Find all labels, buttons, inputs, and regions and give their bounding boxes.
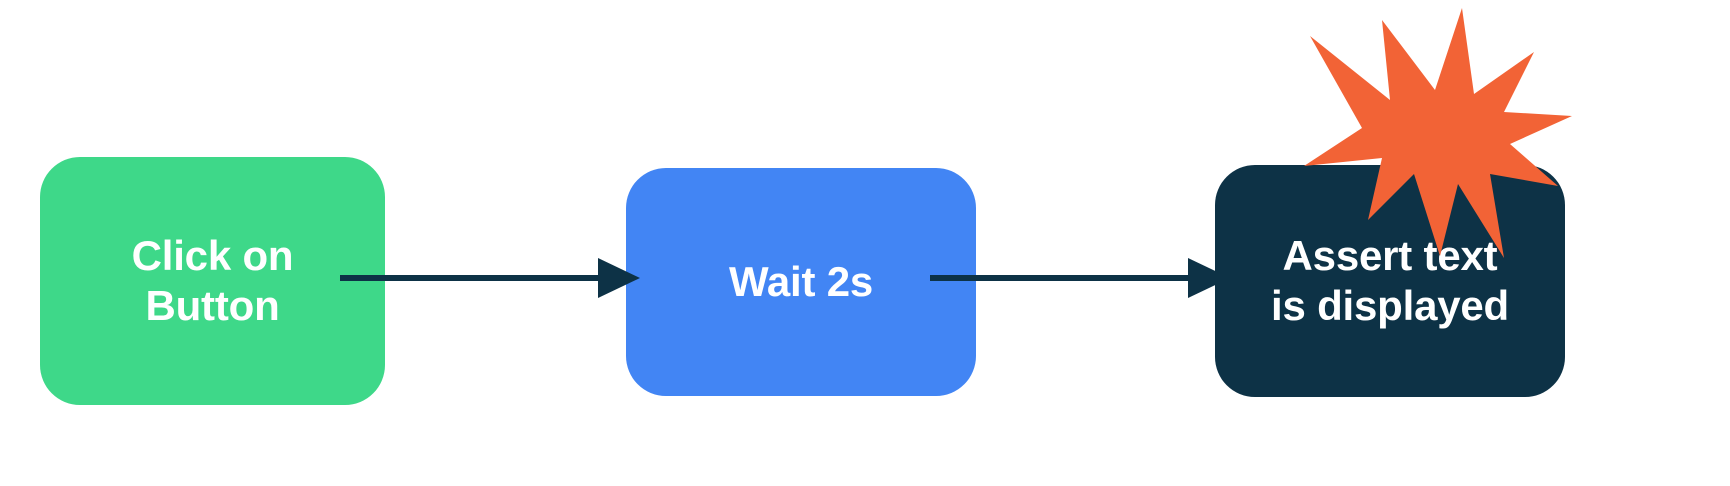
flow-node-click-on-button[interactable]: Click on Button (40, 157, 385, 405)
connector-click-to-wait (340, 258, 640, 298)
connector-wait-to-assert (930, 258, 1230, 298)
flow-node-wait-2s[interactable]: Wait 2s (626, 168, 976, 396)
arrowhead-icon (1188, 258, 1230, 298)
arrowhead-icon (598, 258, 640, 298)
flow-node-assert-text-is-displayed[interactable]: Assert text is displayed (1215, 165, 1565, 397)
